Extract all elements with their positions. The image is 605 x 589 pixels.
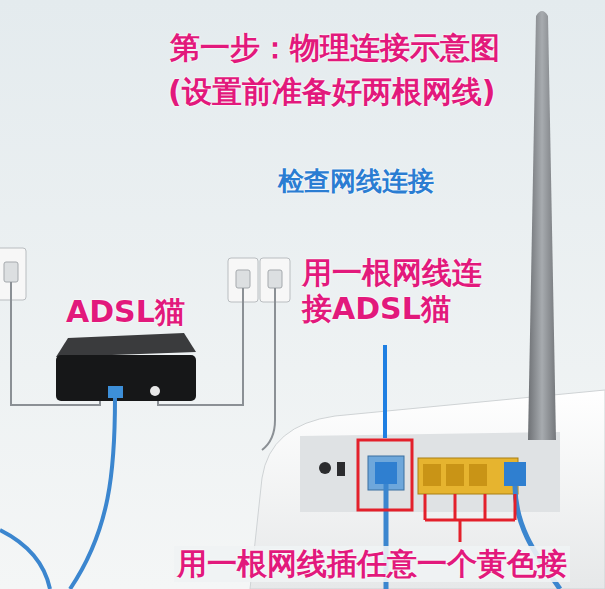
outlet-socket <box>268 270 282 288</box>
modem-port <box>108 386 123 398</box>
antenna <box>528 11 556 440</box>
lan-port-group <box>418 458 518 494</box>
part-name: ADSL猫 <box>66 294 185 330</box>
network-cable <box>70 398 115 589</box>
title: 第一步：物理连接示意图 <box>170 30 500 66</box>
router-back-panel <box>300 432 560 512</box>
instruction: 用一根网线插任意一个黄色接 <box>174 546 570 582</box>
outlet-socket <box>4 262 18 282</box>
instruction: 用一根网线连 接ADSL猫 <box>302 255 492 327</box>
lan-port <box>446 464 464 486</box>
lan-plug <box>504 462 526 486</box>
network-cable <box>0 530 50 589</box>
modem-jack <box>150 386 160 396</box>
bracket <box>425 494 515 542</box>
power-cord <box>262 288 275 450</box>
lan-port <box>423 464 441 486</box>
subtitle: (设置前准备好两根网线) <box>168 74 495 110</box>
leader-line <box>383 345 387 438</box>
adsl-modem <box>56 355 196 401</box>
highlight-box <box>358 440 412 510</box>
power-jack <box>319 462 331 474</box>
lan-port <box>469 464 487 486</box>
note: 检查网线连接 <box>278 166 434 197</box>
outlet-socket <box>236 270 250 288</box>
wall-outlet <box>0 248 26 300</box>
wan-plug <box>375 462 397 484</box>
modem-top <box>56 333 196 357</box>
reset-button <box>337 462 345 476</box>
